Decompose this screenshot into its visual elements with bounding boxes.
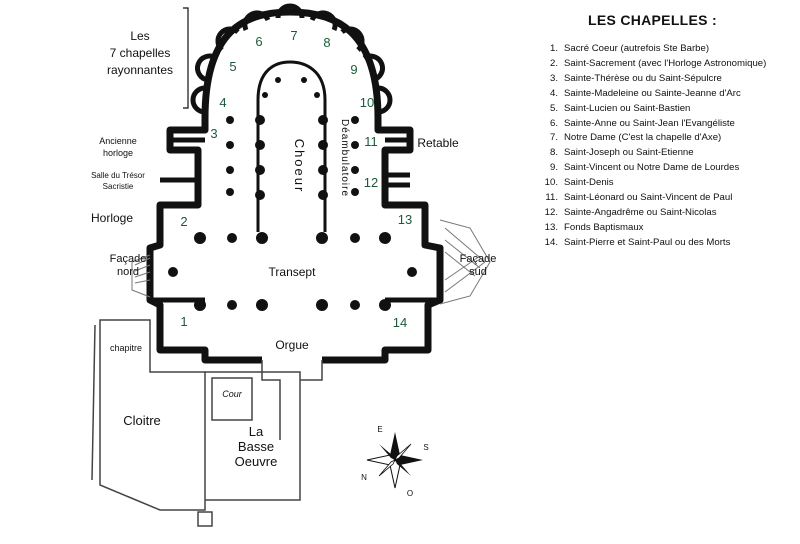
plan-labels: Les 7 chapelles rayonnantes Ancienne hor… [91, 29, 496, 498]
label-deambulatoire: Déambulatoire [339, 119, 350, 197]
legend-item: 5. Saint-Lucien ou Saint-Bastien [522, 102, 792, 117]
legend-item: 4. Sainte-Madeleine ou Sainte-Jeanne d'Ar… [522, 87, 792, 102]
legend-item-text: Fonds Baptismaux [564, 221, 644, 233]
cathedral-floor-plan: Les 7 chapelles rayonnantes Ancienne hor… [91, 3, 496, 527]
legend-item-number: 13. [544, 221, 558, 233]
label-cour: Cour [222, 389, 243, 399]
label-basse-oeuvre-1: La [249, 424, 264, 439]
legend-item: 10. Saint-Denis [522, 176, 792, 191]
chapel-partitions [150, 137, 440, 303]
north-porch [131, 254, 151, 298]
legend-title: LES CHAPELLES : [588, 12, 717, 28]
label-facade-nord-2: nord [117, 266, 139, 278]
chapel-number-13: 13 [398, 212, 412, 227]
legend-item-text: Saint-Vincent ou Notre Dame de Lourdes [564, 162, 740, 174]
label-facade-sud-1: Façade [460, 253, 497, 265]
legend-item-number: 4. [549, 87, 558, 99]
chapel-number-2: 2 [180, 214, 187, 229]
chapel-number-1: 1 [180, 314, 187, 329]
label-chapelles-2: 7 chapelles [110, 46, 171, 60]
compass-label-e: E [377, 425, 382, 434]
legend-item: 13. Fonds Baptismaux [522, 221, 792, 236]
label-transept: Transept [269, 265, 317, 279]
legend-item: 8. Saint-Joseph ou Saint-Etienne [522, 146, 792, 161]
legend-item-number: 1. [549, 43, 558, 54]
label-salle-tresor-2: Sacristie [103, 182, 134, 191]
compass-label-o: O [407, 489, 413, 498]
compass-label-s: S [423, 443, 428, 452]
label-ancienne-horloge-2: horloge [103, 148, 133, 158]
label-chapitre: chapitre [110, 343, 142, 353]
legend-item-number: 9. [549, 162, 558, 174]
legend-item-text: Saint-Léonard ou Saint-Vincent de Paul [564, 192, 733, 204]
legend-item-number: 12. [544, 206, 558, 218]
legend-item: 7. Notre Dame (C'est la chapelle d'Axe) [522, 131, 792, 146]
legend-item-number: 7. [549, 132, 558, 144]
legend-item-number: 10. [544, 177, 558, 189]
label-salle-tresor-1: Salle du Trésor [91, 171, 145, 180]
legend-item: 11. Saint-Léonard ou Saint-Vincent de Pau… [522, 191, 792, 206]
legend-item-number: 3. [549, 72, 558, 84]
chapel-number-14: 14 [393, 315, 407, 330]
legend-item-text: Saint-Denis [564, 177, 614, 189]
ambulatory-ring [256, 60, 327, 232]
chapel-number-6: 6 [255, 34, 262, 49]
label-facade-nord-1: Façade [110, 253, 147, 265]
legend-item-number: 6. [549, 117, 558, 129]
legend-item-text: Saint-Joseph ou Saint-Etienne [564, 147, 694, 159]
legend-item-number: 2. [549, 57, 558, 69]
legend-item: 12. Sainte-Angadrême ou Saint-Nicolas [522, 206, 792, 221]
legend-list: 1. Sacré Coeur (autrefois Ste Barbe) 2. Sai… [522, 42, 792, 251]
legend-item-number: 5. [549, 102, 558, 114]
legend-item-text: Notre Dame (C'est la chapelle d'Axe) [564, 132, 722, 144]
chapel-number-4: 4 [219, 95, 226, 110]
legend-item-number: 11. [545, 192, 558, 204]
label-chapelles-1: Les [130, 29, 149, 43]
legend-item: 14. Saint-Pierre et Saint-Paul ou des Mor… [522, 236, 792, 251]
bracket [183, 7, 189, 109]
label-chapelles-3: rayonnantes [107, 63, 173, 77]
legend-item: 9. Saint-Vincent ou Notre Dame de Lourdes [522, 161, 792, 176]
legend-item-text: Sainte-Madeleine ou Sainte-Jeanne d'Arc [564, 87, 741, 99]
chapel-number-7: 7 [290, 28, 297, 43]
chapel-numbers: 1 2 3 4 5 6 7 8 9 10 11 12 13 14 [180, 28, 412, 330]
label-orgue: Orgue [275, 338, 309, 352]
label-basse-oeuvre-3: Oeuvre [235, 454, 278, 469]
label-basse-oeuvre-2: Basse [238, 439, 274, 454]
label-cloitre: Cloitre [123, 413, 161, 428]
legend-item-number: 14. [544, 236, 558, 248]
legend-item: 3. Sainte-Thérèse ou du Saint-Sépulcre [522, 72, 792, 87]
legend-item: 6. Sainte-Anne ou Saint-Jean l'Evangélist… [522, 117, 792, 132]
chapel-number-9: 9 [350, 62, 357, 77]
pillars [168, 77, 417, 311]
chapel-number-3: 3 [210, 126, 217, 141]
legend-item-text: Saint-Pierre et Saint-Paul ou des Morts [564, 236, 731, 248]
lower-buildings [91, 319, 323, 527]
legend-item-text: Saint-Lucien ou Saint-Bastien [564, 102, 691, 114]
legend-item-text: Saint-Sacrement (avec l'Horloge Astronom… [564, 57, 767, 69]
chapel-number-12: 12 [364, 175, 378, 190]
chapel-number-10: 10 [360, 95, 374, 110]
chapel-number-5: 5 [229, 59, 236, 74]
south-porch [439, 219, 491, 305]
compass-label-n: N [361, 473, 367, 482]
legend-item-text: Sainte-Thérèse ou du Saint-Sépulcre [564, 72, 722, 84]
nave-walls [146, 118, 444, 364]
chapel-number-8: 8 [323, 35, 330, 50]
chapels-legend: LES CHAPELLES : 1. Sacré Coeur (autrefois… [522, 12, 792, 251]
legend-item-number: 8. [549, 147, 558, 159]
label-retable: Retable [417, 136, 459, 150]
legend-item: 1. Sacré Coeur (autrefois Ste Barbe) [522, 42, 792, 57]
legend-item-text: Sainte-Anne ou Saint-Jean l'Evangéliste [564, 117, 735, 129]
legend-item-text: Sacré Coeur (autrefois Ste Barbe) [564, 43, 710, 54]
legend-item: 2. Saint-Sacrement (avec l'Horloge Astron… [522, 57, 792, 72]
chapel-number-11: 11 [364, 134, 378, 149]
label-horloge: Horloge [91, 211, 133, 225]
legend-item-text: Sainte-Angadrême ou Saint-Nicolas [564, 206, 717, 218]
radiating-chapels [190, 3, 393, 115]
label-facade-sud-2: sud [469, 266, 487, 278]
label-ancienne-horloge-1: Ancienne [99, 136, 137, 146]
label-choeur: Choeur [292, 139, 307, 194]
compass-rose [366, 432, 423, 489]
